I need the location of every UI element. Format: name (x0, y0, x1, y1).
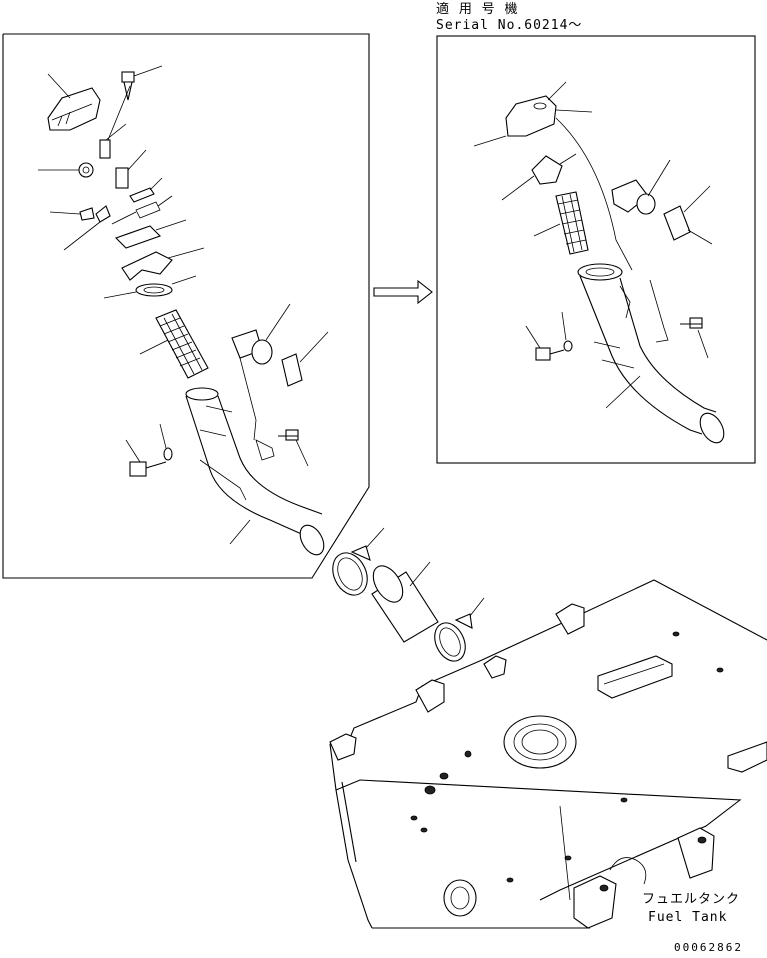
right-bolts (525, 311, 709, 361)
left-bracket (121, 247, 205, 281)
right-arrow-icon (373, 279, 433, 305)
left-strainer (139, 309, 209, 379)
fuel-tank-label-jp: フュエルタンク (642, 892, 741, 907)
left-clips (49, 205, 111, 251)
left-bolts-bottom (125, 423, 309, 477)
right-panel-frame (436, 35, 756, 464)
left-washer (129, 177, 163, 203)
left-small-fitting (99, 85, 131, 159)
left-bolt-top (121, 65, 163, 101)
right-stud-bolt (663, 185, 713, 245)
upper-clamp (332, 527, 385, 596)
right-hose-bracket (611, 159, 671, 215)
right-bracket-upper (501, 153, 577, 201)
connecting-hose (371, 561, 439, 643)
left-filler-pipe (185, 387, 325, 556)
left-stud-bolt (281, 331, 329, 387)
right-filler-pipe (577, 263, 725, 444)
applicability-label-jp: 適 用 号 機 (436, 2, 519, 17)
serial-number-label: Serial No.60214～ (436, 18, 583, 33)
right-cap (473, 81, 633, 271)
left-gasket-plate (111, 195, 173, 225)
lower-clamp (434, 597, 485, 662)
drawing-number: 00062862 (674, 941, 743, 954)
fuel-tank-label-en: Fuel Tank (648, 910, 728, 925)
left-panel-frame (2, 33, 370, 579)
left-nut (38, 162, 94, 178)
fuel-tank (329, 579, 767, 929)
left-short-bolt (115, 149, 147, 189)
right-strainer (533, 191, 589, 255)
left-flange (114, 219, 187, 249)
left-hose-bracket (231, 303, 291, 441)
left-ring (103, 275, 197, 299)
left-cap (47, 73, 101, 131)
